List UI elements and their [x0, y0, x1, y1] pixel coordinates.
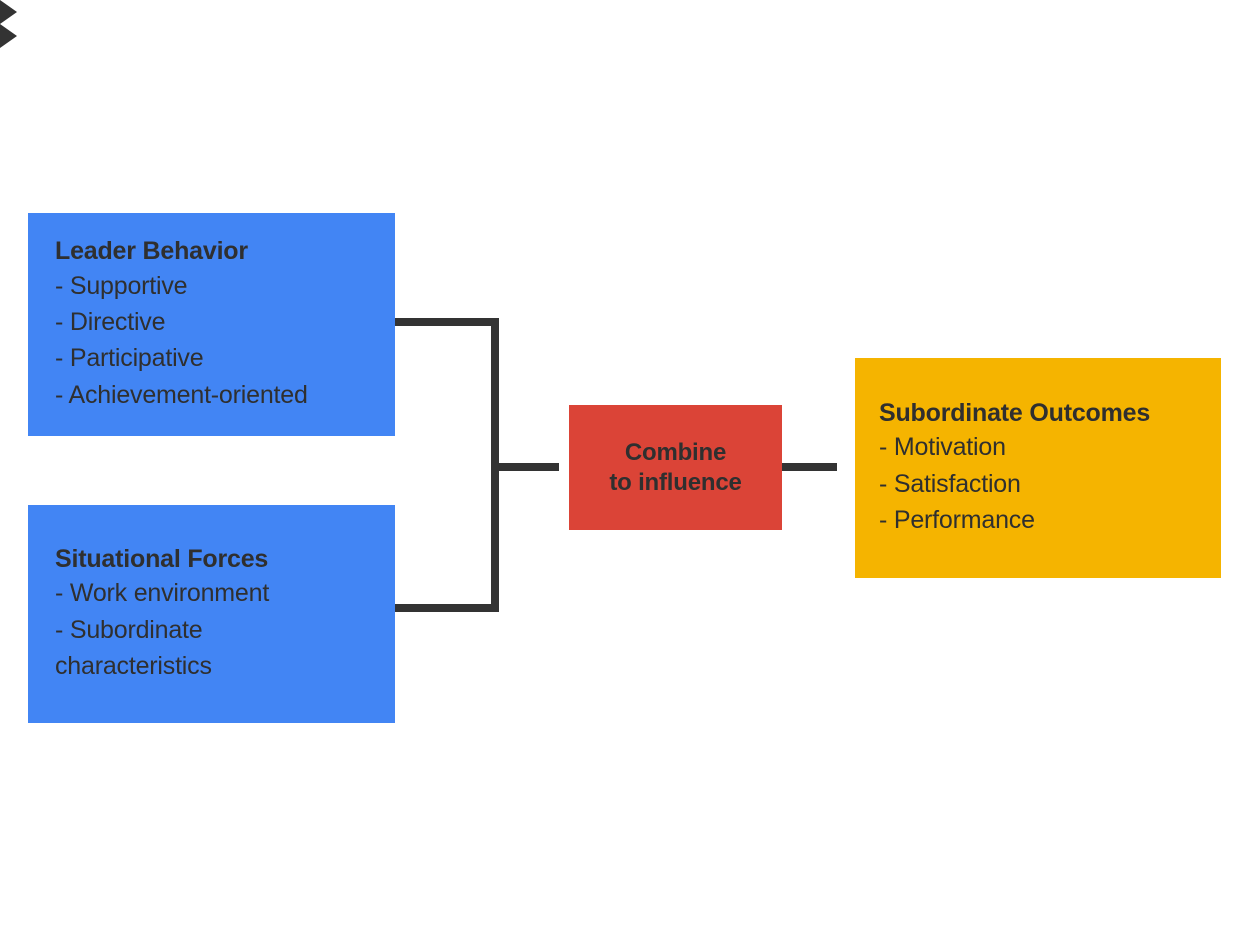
list-item: - Directive [55, 308, 166, 336]
node-combine-to-influence-title: Combine to influence [609, 439, 742, 496]
list-item: - Satisfaction [879, 469, 1021, 498]
node-subordinate-outcomes[interactable]: Subordinate Outcomes - Motivation - Sati… [855, 358, 1221, 578]
node-leader-behavior[interactable]: Leader Behavior - Supportive - Directive… [28, 213, 395, 436]
list-item: - Subordinate characteristics [55, 615, 212, 680]
connector-bracket-spine [491, 318, 499, 612]
connector-situational-forces-arm [395, 604, 499, 612]
list-item: - Achievement-oriented [55, 380, 308, 409]
list-item: - Motivation [879, 433, 1006, 462]
arrow-head-icon [0, 24, 17, 48]
node-subordinate-outcomes-title: Subordinate Outcomes [879, 398, 1151, 427]
node-leader-behavior-title: Leader Behavior [55, 237, 248, 266]
arrow-head-icon [0, 0, 17, 24]
node-subordinate-outcomes-items: - Motivation - Satisfaction - Performanc… [879, 429, 1221, 538]
arrow-to-combine-line [499, 463, 559, 471]
arrow-to-outcomes-line [782, 463, 837, 471]
node-situational-forces[interactable]: Situational Forces - Work environment - … [28, 505, 395, 723]
node-situational-forces-items: - Work environment - Subordinate charact… [55, 575, 395, 684]
list-item: - Participative [55, 344, 204, 373]
node-leader-behavior-items: - Supportive - Directive - Participative… [55, 268, 395, 413]
node-combine-to-influence[interactable]: Combine to influence [569, 405, 782, 530]
list-item: - Supportive [55, 271, 188, 300]
node-situational-forces-title: Situational Forces [55, 544, 269, 573]
connector-leader-behavior-arm [395, 318, 499, 326]
list-item: - Performance [879, 505, 1035, 534]
list-item: - Work environment [55, 579, 270, 608]
